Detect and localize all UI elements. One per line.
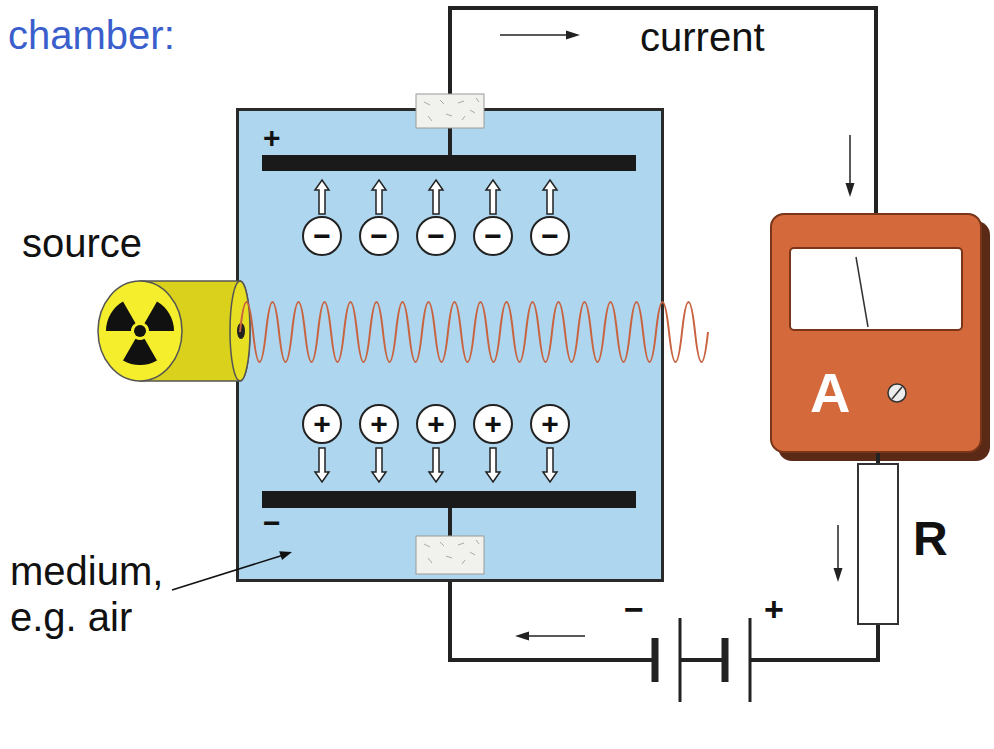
circuit-wire	[876, 453, 880, 463]
drift-arrow	[429, 448, 443, 482]
ammeter-illustration	[770, 213, 982, 453]
positive-ion: +	[359, 404, 399, 444]
ammeter-screw-slot	[892, 387, 902, 399]
current-label: current	[640, 14, 765, 60]
ammeter-symbol: A	[810, 365, 850, 421]
drift-arrow	[486, 448, 500, 482]
insulator	[416, 536, 484, 574]
battery-terminal-sign: +	[764, 590, 784, 629]
resistor-symbol: R	[857, 463, 899, 625]
ammeter-needle	[856, 257, 868, 327]
negative-ion: −	[530, 216, 570, 256]
current-arrow	[500, 34, 570, 36]
ion-charge: +	[427, 409, 445, 439]
ion-charge: +	[370, 409, 388, 439]
medium-label: medium, e.g. air	[10, 548, 210, 640]
current-arrow	[837, 525, 839, 571]
radiation-trefoil	[106, 302, 174, 365]
plate-polarity-sign: −	[263, 508, 281, 538]
ionization-chamber: + − − − − − − + + + + +	[236, 108, 664, 582]
plate-wire	[448, 126, 452, 155]
negative-ion: −	[473, 216, 513, 256]
drift-arrow	[315, 180, 329, 214]
ion-charge: −	[484, 221, 502, 251]
plate-wire	[448, 508, 452, 538]
resistor-label: R	[913, 515, 948, 563]
current-arrowhead	[846, 183, 855, 197]
ion-charge: −	[541, 221, 559, 251]
negative-ion: −	[302, 216, 342, 256]
positive-ion: +	[530, 404, 570, 444]
positive-ion: +	[473, 404, 513, 444]
ammeter-dial	[790, 248, 962, 330]
radiation-wave	[240, 302, 708, 362]
ammeter: A	[770, 213, 982, 453]
current-arrowhead	[566, 31, 580, 40]
leader-line	[172, 556, 282, 591]
ion-charge: −	[313, 221, 331, 251]
current-arrow	[849, 135, 851, 186]
battery-terminal-sign: −	[624, 590, 644, 629]
battery-plate-long	[749, 618, 752, 702]
negative-ion: −	[359, 216, 399, 256]
drift-arrow	[315, 448, 329, 482]
ion-charge: +	[313, 409, 331, 439]
drift-arrow	[372, 180, 386, 214]
drift-arrow	[543, 180, 557, 214]
source-face	[98, 281, 182, 381]
source-label: source	[22, 220, 142, 266]
insulator-texture	[424, 540, 479, 564]
ammeter-screw	[888, 384, 906, 402]
bottom-wire	[450, 575, 878, 660]
ion-charge: −	[427, 221, 445, 251]
electrode-plate	[262, 491, 636, 508]
current-arrowhead	[515, 632, 529, 641]
drift-arrow	[372, 448, 386, 482]
insulator-texture	[424, 98, 479, 121]
battery-plate-short	[652, 638, 659, 682]
current-arrowhead	[834, 568, 843, 582]
plate-polarity-sign: +	[263, 123, 281, 153]
positive-ion: +	[416, 404, 456, 444]
battery-plate-short	[722, 638, 729, 682]
insulator	[416, 94, 484, 128]
battery-plate-long	[679, 618, 682, 702]
electrode-plate	[262, 155, 636, 171]
drift-arrow	[429, 180, 443, 214]
ion-charge: +	[484, 409, 502, 439]
drift-arrow	[486, 180, 500, 214]
negative-ion: −	[416, 216, 456, 256]
current-arrow	[526, 635, 585, 637]
ion-charge: +	[541, 409, 559, 439]
ion-charge: −	[370, 221, 388, 251]
positive-ion: +	[302, 404, 342, 444]
radiation-trefoil-center	[134, 325, 146, 337]
leader-arrowhead	[279, 551, 292, 560]
drift-arrow	[543, 448, 557, 482]
diagram-title: chamber:	[8, 12, 175, 58]
